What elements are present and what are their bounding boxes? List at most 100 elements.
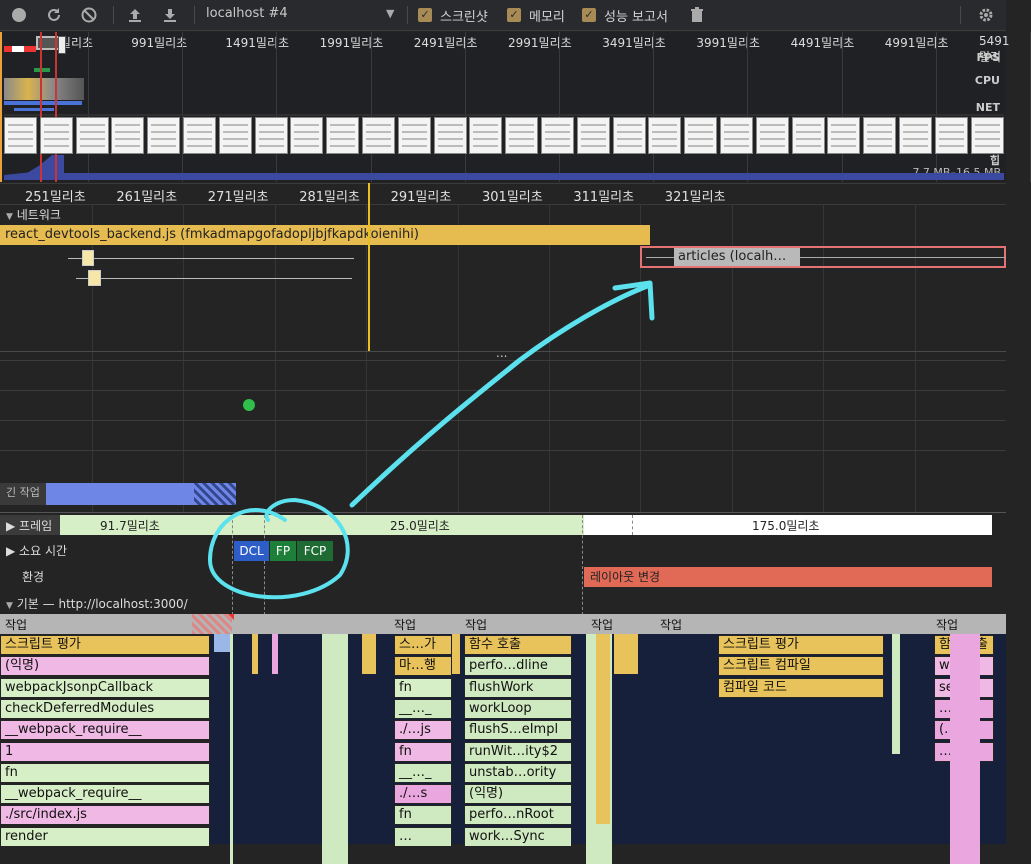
overview-pane[interactable]: 491밀리초991밀리초1491밀리초1991밀리초2491밀리초2991밀리초… xyxy=(0,32,1031,182)
flame-entry[interactable]: (익명) xyxy=(0,656,210,677)
screenshot-thumbnail[interactable] xyxy=(934,117,968,154)
screenshot-thumbnail[interactable] xyxy=(755,117,789,154)
screenshot-thumbnail[interactable] xyxy=(183,117,216,154)
screenshot-thumbnail[interactable] xyxy=(290,117,324,154)
flame-sliver[interactable] xyxy=(950,634,980,864)
screenshot-thumbnail[interactable] xyxy=(505,117,539,154)
main-thread-header[interactable]: ▼ 기본 — http://localhost:3000/ xyxy=(6,597,188,611)
screenshot-thumbnail[interactable] xyxy=(326,117,360,154)
flame-entry[interactable]: webpackJsonpCallback xyxy=(0,677,210,698)
screenshot-thumbnail[interactable] xyxy=(612,117,646,154)
screenshot-thumbnail[interactable] xyxy=(720,117,753,154)
long-task-bar[interactable] xyxy=(46,483,194,505)
flame-sliver[interactable] xyxy=(596,634,610,824)
screenshot-thumbnail[interactable] xyxy=(39,117,73,154)
trash-icon[interactable] xyxy=(688,6,706,24)
flame-entry[interactable]: ./src/index.js xyxy=(0,805,210,826)
screenshot-thumbnail[interactable] xyxy=(147,117,181,154)
network-request-devtools[interactable]: react_devtools_backend.js (fmkadmapgofad… xyxy=(0,225,650,245)
screenshot-thumbnail[interactable] xyxy=(970,117,1004,154)
screenshot-thumbnail[interactable] xyxy=(4,117,37,154)
experience-label[interactable]: 환경 xyxy=(22,570,45,584)
screenshot-thumbnail[interactable] xyxy=(397,117,431,154)
flame-entry[interactable]: runWit…ity$2 xyxy=(464,741,572,762)
network-header[interactable]: ▼ 네트워크 xyxy=(6,208,61,222)
task-label-4[interactable]: 작업 xyxy=(591,618,614,632)
task-label-1[interactable]: 작업 xyxy=(5,618,28,632)
layout-shift-bar[interactable]: 레이아웃 변경 xyxy=(584,567,992,587)
flame-entry[interactable]: work…Sync xyxy=(464,826,572,847)
flame-entry[interactable]: 함수 호출 xyxy=(464,635,572,655)
flame-entry[interactable]: (익명) xyxy=(464,784,572,805)
flame-entry[interactable]: __webpack_require__ xyxy=(0,720,210,741)
flame-sliver[interactable] xyxy=(362,634,376,674)
fcp-marker[interactable]: FCP xyxy=(297,541,333,561)
frame-duration-1[interactable]: 91.7밀리초 xyxy=(100,519,160,533)
flame-entry[interactable]: flushWork xyxy=(464,677,572,698)
resize-handle[interactable]: ... xyxy=(496,346,508,360)
dcl-marker[interactable]: DCL xyxy=(234,541,269,561)
task-label-2[interactable]: 작업 xyxy=(394,618,417,632)
screenshot-thumbnail[interactable] xyxy=(791,117,825,154)
download-icon[interactable] xyxy=(161,6,179,24)
reload-icon[interactable] xyxy=(45,6,63,24)
clear-icon[interactable] xyxy=(80,6,98,24)
frames-header[interactable]: ▶ 프레임 xyxy=(6,519,53,533)
flame-entry[interactable]: 스…가 xyxy=(394,635,452,655)
screenshot-thumbnail[interactable] xyxy=(684,117,718,154)
screenshot-thumbnail[interactable] xyxy=(433,117,467,154)
screenshot-thumbnail[interactable] xyxy=(541,117,574,154)
flame-entry[interactable]: … xyxy=(394,826,452,847)
task-label-5[interactable]: 작업 xyxy=(660,618,683,632)
screenshot-thumbnail[interactable] xyxy=(576,117,610,154)
network-request-articles[interactable]: articles (localh… xyxy=(640,246,1006,268)
flame-entry[interactable]: render xyxy=(0,826,210,847)
flame-entry[interactable]: 스크립트 평가 xyxy=(718,635,884,655)
screenshot-thumbnail[interactable] xyxy=(899,117,932,154)
flame-entry[interactable]: 스크립트 컴파일 xyxy=(718,656,884,677)
flame-entry[interactable]: flushS…eImpl xyxy=(464,720,572,741)
flame-sliver[interactable] xyxy=(322,634,348,864)
event-marker[interactable] xyxy=(243,399,255,411)
flame-entry[interactable]: __…_ xyxy=(394,698,452,719)
screenshot-thumbnail[interactable] xyxy=(863,117,897,154)
flame-sliver[interactable] xyxy=(614,634,638,674)
screenshot-thumbnail[interactable] xyxy=(469,117,503,154)
flame-entry[interactable]: perfo…dline xyxy=(464,656,572,677)
flame-entry[interactable]: fn xyxy=(394,805,452,826)
screenshot-thumbnail[interactable] xyxy=(218,117,252,154)
screenshot-thumbnail[interactable] xyxy=(111,117,145,154)
flame-entry[interactable]: workLoop xyxy=(464,698,572,719)
flame-entry[interactable]: ./…js xyxy=(394,720,452,741)
screenshot-thumbnail[interactable] xyxy=(827,117,861,154)
gear-icon[interactable] xyxy=(977,6,995,24)
flame-entry[interactable]: fn xyxy=(0,762,210,783)
screenshot-thumbnail[interactable] xyxy=(648,117,682,154)
flame-entry[interactable]: 1 xyxy=(0,741,210,762)
flame-entry[interactable]: 컴파일 코드 xyxy=(718,677,884,698)
flame-sliver[interactable] xyxy=(892,634,900,754)
flame-sliver[interactable] xyxy=(230,634,233,864)
memory-checkbox[interactable]: ✓ xyxy=(507,8,521,22)
task-label-3[interactable]: 작업 xyxy=(465,618,488,632)
report-checkbox[interactable]: ✓ xyxy=(582,8,596,22)
flame-entry[interactable]: checkDeferredModules xyxy=(0,698,210,719)
frame-duration-2[interactable]: 25.0밀리초 xyxy=(390,519,450,533)
screenshot-thumbnail[interactable] xyxy=(362,117,395,154)
flame-entry[interactable]: fn xyxy=(394,677,452,698)
screenshot-thumbnail[interactable] xyxy=(254,117,288,154)
frame-duration-3[interactable]: 175.0밀리초 xyxy=(752,519,820,533)
flame-entry[interactable]: __webpack_require__ xyxy=(0,784,210,805)
timings-header[interactable]: ▶ 소요 시간 xyxy=(6,544,68,558)
upload-icon[interactable] xyxy=(126,6,144,24)
flame-entry[interactable]: __…_ xyxy=(394,762,452,783)
fp-marker[interactable]: FP xyxy=(270,541,296,561)
screenshots-checkbox[interactable]: ✓ xyxy=(418,8,432,22)
flame-entry[interactable]: 마…행 xyxy=(394,656,452,677)
screenshot-thumbnail[interactable] xyxy=(75,117,109,154)
task-label-6[interactable]: 작업 xyxy=(936,618,959,632)
target-select[interactable]: localhost #4 xyxy=(206,6,288,21)
flame-sliver[interactable] xyxy=(252,634,258,674)
flame-entry[interactable]: unstab…ority xyxy=(464,762,572,783)
